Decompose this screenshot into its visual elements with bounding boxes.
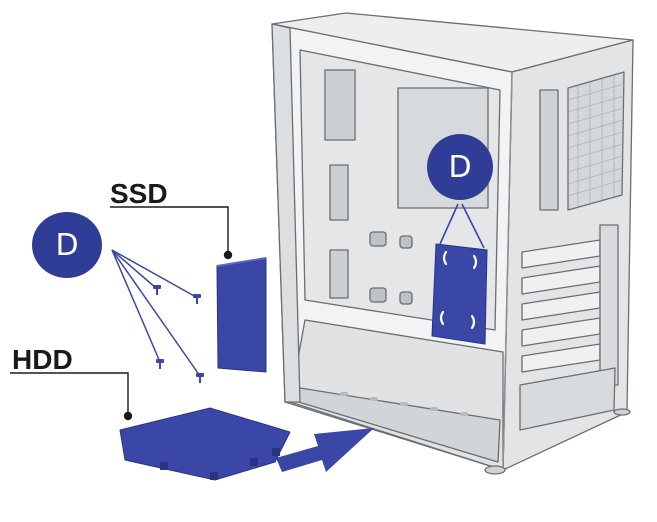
step-badge-right-letter: D (448, 149, 472, 185)
screw-icon (153, 285, 161, 295)
screw-lines (111, 249, 201, 377)
drive-bay-bracket-icon (431, 243, 488, 345)
expansion-bracket (599, 224, 619, 386)
mounted-drive-bracket (431, 203, 488, 345)
screws (153, 285, 204, 383)
arrow-right-icon (276, 428, 374, 472)
step-badge-left-letter: D (55, 227, 79, 263)
hdd-label: HDD (12, 344, 73, 375)
front-mesh-grille (567, 71, 625, 211)
rear-fan-cutout (324, 69, 356, 141)
cable-holes (369, 231, 413, 305)
lower-front-vent (519, 367, 616, 431)
front-edge (502, 71, 513, 471)
ssd-label: SSD (110, 178, 168, 209)
lower-vent (329, 249, 349, 299)
screw-icon (196, 373, 204, 383)
hdd-drive (119, 407, 291, 481)
case-foot (484, 465, 506, 475)
screw-icon (193, 294, 201, 304)
floor-vent-slots (340, 392, 468, 416)
rear-frame-edge (271, 23, 301, 403)
screw-icon (156, 359, 164, 369)
pc-case (271, 12, 634, 475)
case-foot (613, 408, 631, 416)
ssd-leader-line (110, 206, 233, 260)
hdd-leader-line (10, 372, 133, 421)
ssd-drive (216, 257, 267, 373)
pcie-slot-covers (521, 239, 601, 373)
step-badge-left: D (32, 212, 102, 278)
step-badge-right: D (427, 134, 493, 200)
front-fan-recess (539, 89, 559, 211)
rear-io-vent (329, 164, 349, 221)
